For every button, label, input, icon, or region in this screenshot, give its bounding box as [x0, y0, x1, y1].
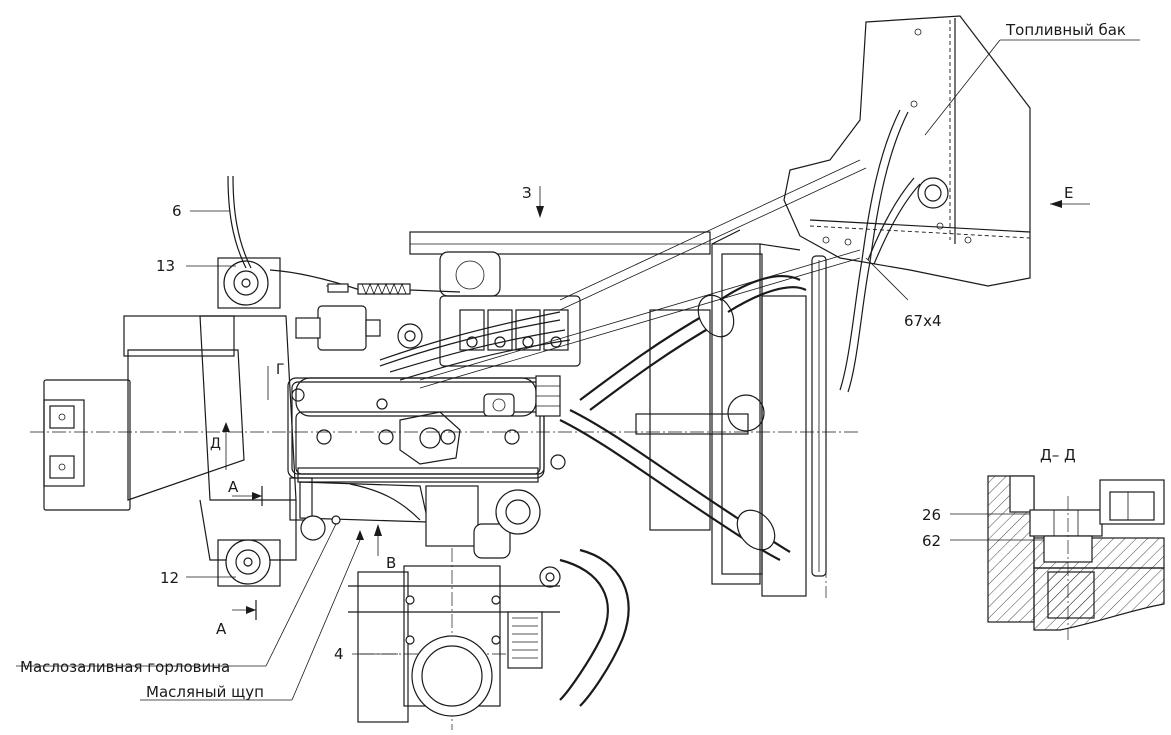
pos-4-label: 4	[334, 645, 344, 663]
fuel-tank	[783, 15, 1031, 393]
air-cleaner	[348, 548, 560, 730]
charge-air-pipes	[539, 275, 807, 707]
pos-6-label: 6	[172, 202, 182, 220]
pos-26-label: 26	[922, 506, 941, 524]
fuel-tank-leader	[924, 39, 1001, 136]
dipstick-marker	[356, 530, 364, 540]
dipstick-label: Масляный щуп	[146, 683, 264, 701]
engine-block	[287, 231, 711, 483]
throttle-linkage	[269, 269, 461, 351]
view-b-label: В	[386, 554, 396, 572]
view-a-top-label: А	[228, 478, 239, 496]
exhaust-manifold	[289, 477, 541, 559]
engine-mount-front	[217, 257, 281, 309]
pos-3-label: З	[522, 184, 532, 202]
pos-62-label: 62	[922, 532, 941, 550]
pos-12-label: 12	[160, 569, 179, 587]
belt-lines	[419, 159, 867, 389]
oil-filler-leader	[265, 523, 337, 667]
fuel-tank-label: Топливный бак	[1005, 21, 1126, 39]
view-g-label: Г	[276, 362, 285, 378]
radiator	[635, 229, 827, 598]
oil-filler-cap	[331, 515, 341, 525]
section-dd: Д– Д	[987, 446, 1165, 640]
fuel-pipe	[227, 175, 247, 269]
oil-filler-label: Маслозаливная горловина	[20, 658, 230, 676]
view-a-bottom-label: А	[216, 620, 227, 638]
pos-13-label: 13	[156, 257, 175, 275]
injection-pump	[379, 295, 581, 417]
view-e-label: Е	[1064, 184, 1073, 202]
engine-mount-rear	[217, 539, 281, 587]
dipstick-leader	[291, 539, 361, 701]
section-dd-title: Д– Д	[1040, 446, 1076, 464]
view-d-label: Д	[210, 436, 221, 452]
pos-67x4-label: 67x4	[904, 312, 942, 330]
